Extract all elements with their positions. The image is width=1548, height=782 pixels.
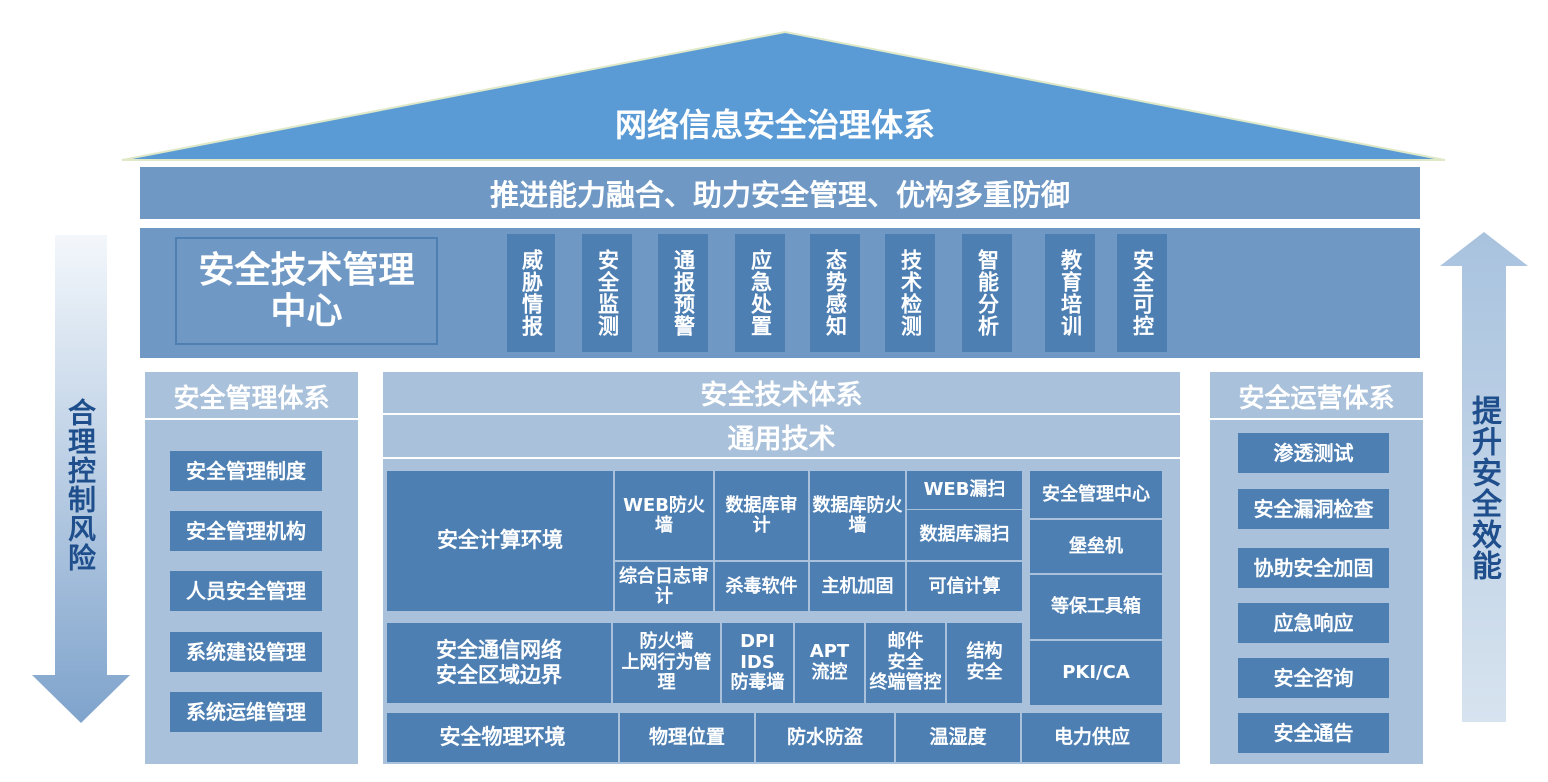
physical-cell: 电力供应 bbox=[1022, 713, 1162, 762]
operations-item: 应急响应 bbox=[1238, 603, 1389, 643]
computing-cell: 主机加固 bbox=[810, 562, 905, 611]
side-cell: 堡垒机 bbox=[1030, 520, 1162, 573]
roof-title: 网络信息安全治理体系 bbox=[614, 106, 935, 144]
center-title: 安全技术管理中心 bbox=[198, 249, 415, 332]
computing-cell: 杀毒软件 bbox=[715, 562, 808, 611]
network-cell: DPI IDS 防毒墙 bbox=[722, 623, 793, 703]
computing-label: 安全计算环境 bbox=[387, 471, 613, 611]
side-cell: PKI/CA bbox=[1030, 641, 1162, 705]
technology-title: 安全技术体系 bbox=[700, 379, 863, 411]
center-item: 态势感知 bbox=[810, 234, 860, 352]
center-title-box: 安全技术管理中心 bbox=[175, 237, 438, 345]
center-item: 教育培训 bbox=[1045, 234, 1095, 352]
down-arrow-shape bbox=[32, 235, 130, 723]
network-cell: 邮件 安全 终端管控 bbox=[866, 623, 945, 703]
management-item: 安全管理机构 bbox=[170, 511, 322, 551]
network-cell: 防火墙 上网行为管理 bbox=[613, 623, 720, 703]
operations-title: 安全运营体系 bbox=[1238, 383, 1395, 414]
center-item: 智能分析 bbox=[962, 234, 1012, 352]
operations-item: 安全咨询 bbox=[1238, 658, 1389, 698]
physical-cell: 防水防盗 bbox=[756, 713, 894, 762]
right-arrow-label: 提升安全效能 bbox=[1466, 395, 1501, 581]
technology-rule-1 bbox=[383, 413, 1180, 415]
operations-title-rule bbox=[1210, 418, 1423, 420]
technology-subtitle: 通用技术 bbox=[727, 423, 836, 455]
center-item: 应急处置 bbox=[735, 234, 785, 352]
physical-label: 安全物理环境 bbox=[387, 713, 618, 762]
computing-cell: 综合日志审计 bbox=[615, 562, 713, 611]
operations-item: 安全通告 bbox=[1238, 713, 1389, 753]
computing-cell: 可信计算 bbox=[907, 562, 1022, 611]
operations-item: 安全漏洞检查 bbox=[1238, 489, 1389, 529]
network-label-line2: 安全区域边界 bbox=[436, 663, 562, 687]
network-cell: APT 流控 bbox=[795, 623, 864, 703]
management-item: 系统运维管理 bbox=[170, 692, 322, 732]
management-item: 系统建设管理 bbox=[170, 632, 322, 672]
network-label-line1: 安全通信网络 bbox=[436, 637, 562, 662]
management-title: 安全管理体系 bbox=[173, 383, 330, 414]
center-item: 安全监测 bbox=[582, 234, 632, 352]
network-cell: 结构 安全 bbox=[947, 623, 1022, 703]
center-item: 威胁情报 bbox=[507, 234, 555, 352]
physical-cell: 温湿度 bbox=[896, 713, 1020, 762]
computing-cell: 数据库漏扫 bbox=[907, 510, 1022, 560]
side-cell: 安全管理中心 bbox=[1030, 471, 1162, 518]
left-arrow-label: 合理控制风险 bbox=[64, 398, 97, 572]
computing-cell: WEB漏扫 bbox=[907, 471, 1022, 509]
technology-rule-2 bbox=[383, 457, 1180, 459]
center-item: 技术检测 bbox=[885, 234, 935, 352]
computing-cell: WEB防火墙 bbox=[615, 471, 713, 560]
computing-cell: 数据库防火墙 bbox=[810, 471, 905, 560]
network-label: 安全通信网络 安全区域边界 bbox=[387, 623, 611, 703]
management-item: 人员安全管理 bbox=[170, 571, 322, 611]
operations-item: 渗透测试 bbox=[1238, 433, 1389, 473]
banner: 推进能力融合、助力安全管理、优构多重防御 bbox=[140, 167, 1420, 219]
operations-item: 协助安全加固 bbox=[1238, 548, 1389, 588]
center-item: 安全可控 bbox=[1117, 234, 1167, 352]
center-item: 通报预警 bbox=[658, 234, 708, 352]
roof-shape bbox=[121, 30, 1446, 161]
management-item: 安全管理制度 bbox=[170, 451, 322, 491]
management-title-rule bbox=[145, 418, 358, 420]
side-cell: 等保工具箱 bbox=[1030, 575, 1162, 639]
computing-cell: 数据库审计 bbox=[715, 471, 808, 560]
physical-cell: 物理位置 bbox=[620, 713, 754, 762]
up-arrow-shape bbox=[1440, 232, 1528, 722]
